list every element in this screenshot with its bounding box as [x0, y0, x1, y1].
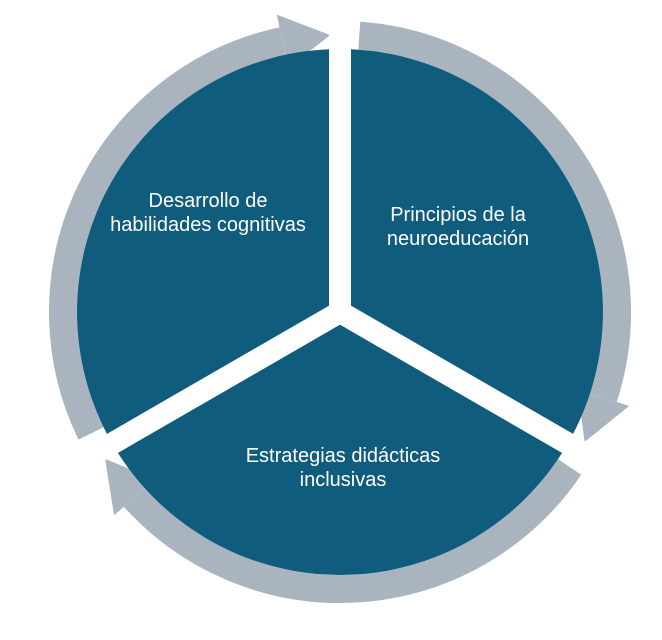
segment-label-desarrollo: Desarrollo de habilidades cognitivas	[110, 190, 306, 236]
cycle-arrow-desarrollo	[49, 27, 286, 440]
segment-divider	[72, 302, 346, 474]
cycle-arrow-principios	[358, 21, 631, 402]
arrowhead-icon	[105, 458, 155, 516]
arrowhead-icon	[577, 389, 630, 443]
cycle-arrow-estrategias	[123, 459, 582, 603]
segment-divider	[334, 302, 608, 474]
segment-label-principios: Principios de la neuroeducación	[386, 204, 530, 250]
segment-label-estrategias: Estrategias didácticas inclusivas	[245, 445, 441, 491]
